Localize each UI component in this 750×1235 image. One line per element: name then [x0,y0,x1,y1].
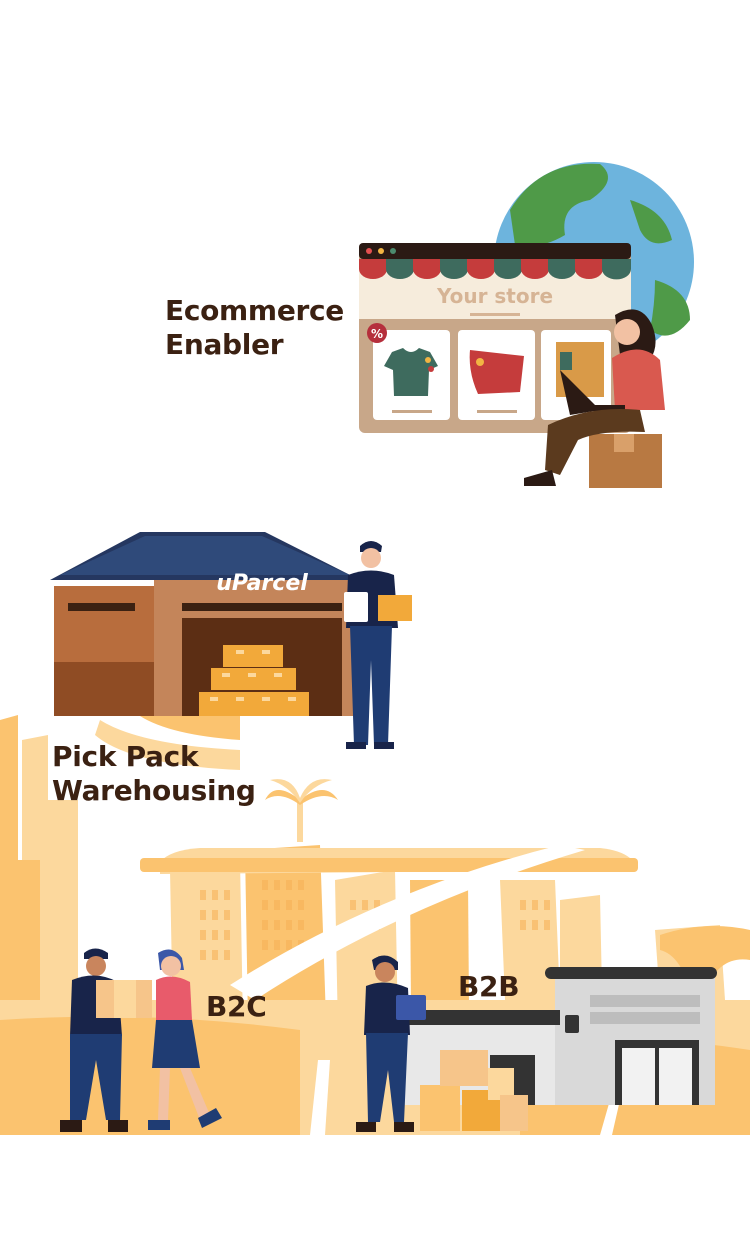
box-icon [199,645,309,716]
ecommerce-illustration: Your store % [359,162,694,488]
b2b-heading: B2B [458,970,520,1004]
ecommerce-heading-line-2: Enabler [165,328,284,361]
warehousing-heading-line-2: Warehousing [52,774,256,807]
warehouse-logo: uParcel [216,571,308,596]
warehouse-illustration: uParcel [50,532,412,749]
store-sign-text: Your store [436,284,553,308]
warehousing-heading-line-1: Pick Pack [52,740,199,773]
b2c-illustration [60,948,222,1132]
ecommerce-enabler-heading: Ecommerce Enabler [165,294,344,362]
b2c-heading: B2C [206,990,267,1024]
bag-icon [469,350,524,394]
woman-with-laptop [524,309,665,488]
b2b-label: B2B [458,970,520,1003]
warehouse-worker [344,541,412,749]
palm-tree-icon [265,779,338,842]
tshirt-icon [384,348,438,396]
pick-pack-warehousing-heading: Pick Pack Warehousing [52,740,256,808]
percent-badge-icon: % [367,323,387,343]
ecommerce-heading-line-1: Ecommerce [165,294,344,327]
b2b-illustration [356,955,717,1132]
percent-badge-text: % [371,327,383,341]
b2c-label: B2C [206,990,267,1023]
